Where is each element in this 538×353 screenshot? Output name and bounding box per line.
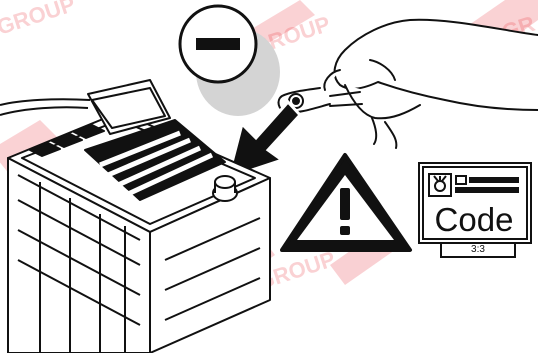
radio-page-indicator: 3:3: [441, 244, 515, 256]
radio-code-label: Code: [428, 202, 520, 238]
exclamation-triangle-icon: [282, 155, 410, 250]
svg-text:GROUP: GROUP: [0, 0, 78, 40]
